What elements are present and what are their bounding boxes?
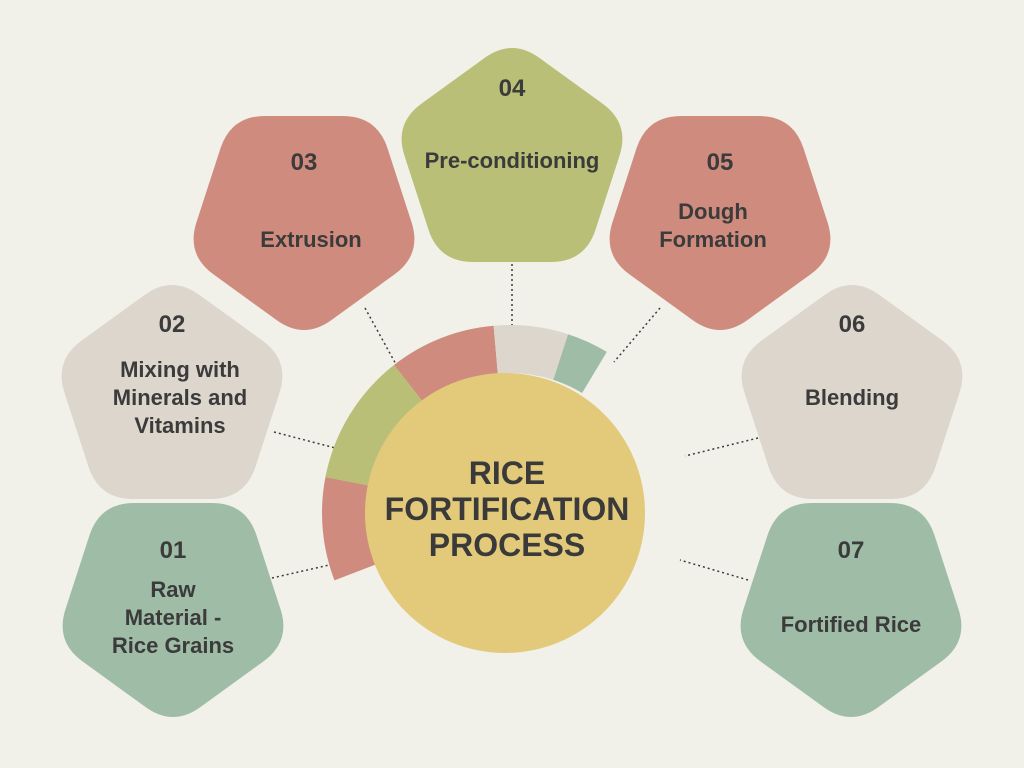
connector-01 bbox=[271, 562, 339, 579]
ring-segment-07 bbox=[553, 334, 607, 393]
title-line: RICE bbox=[469, 455, 545, 491]
ring-segment-06 bbox=[493, 325, 569, 380]
segment-ring bbox=[322, 325, 607, 581]
title-line: PROCESS bbox=[429, 527, 585, 563]
connectors bbox=[271, 264, 759, 581]
step-number: 01 bbox=[160, 537, 187, 564]
ring-segment-03 bbox=[322, 477, 380, 581]
step-pentagon bbox=[193, 116, 415, 330]
ring-segment-05 bbox=[394, 325, 498, 403]
step-number: 03 bbox=[291, 149, 318, 176]
step-pentagon bbox=[741, 285, 963, 499]
step-number: 06 bbox=[839, 311, 866, 338]
connector-05 bbox=[613, 307, 661, 363]
connector-03 bbox=[364, 307, 399, 369]
step-pentagon bbox=[609, 116, 831, 330]
step-number: 02 bbox=[159, 311, 186, 338]
step-pentagon bbox=[62, 503, 284, 717]
step-number: 05 bbox=[707, 149, 734, 176]
step-label: Blending bbox=[805, 385, 899, 410]
step-pentagon bbox=[61, 285, 283, 499]
title-line: FORTIFICATION bbox=[385, 491, 630, 527]
step-pentagon bbox=[401, 48, 623, 262]
step-label: Pre-conditioning bbox=[425, 148, 600, 173]
step-label: Fortified Rice bbox=[781, 612, 922, 637]
ring-segment-04 bbox=[325, 364, 424, 487]
connector-07 bbox=[679, 559, 749, 581]
center-circle bbox=[365, 373, 645, 653]
step-pentagon bbox=[740, 503, 962, 717]
connector-06 bbox=[684, 437, 759, 457]
step-label: Extrusion bbox=[260, 227, 361, 252]
step-number: 04 bbox=[499, 75, 526, 102]
connector-02 bbox=[273, 431, 344, 451]
step-number: 07 bbox=[838, 537, 865, 564]
